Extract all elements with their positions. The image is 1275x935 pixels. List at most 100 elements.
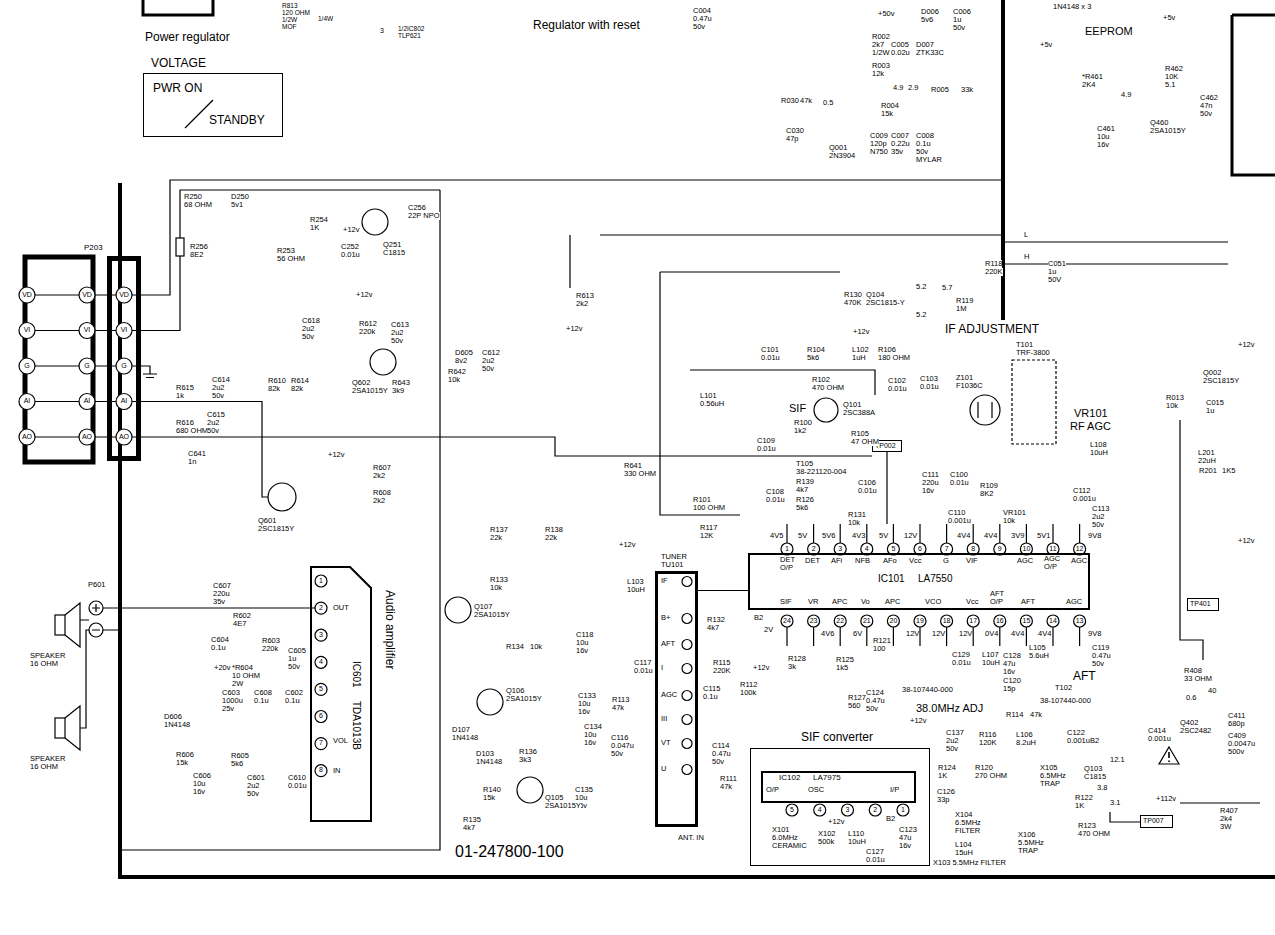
part-label: L106 xyxy=(1016,731,1033,739)
part-label: 4V4 xyxy=(1038,630,1051,638)
part-label: 4k7 xyxy=(796,486,808,494)
pin-number: 21 xyxy=(863,617,871,624)
part-label: 1K xyxy=(1075,802,1084,810)
part-label: 50v xyxy=(712,758,724,766)
part-label: 1k xyxy=(176,392,184,400)
part-label: R117 xyxy=(700,524,717,532)
pin-number: 6 xyxy=(918,545,922,552)
part-label: C601 xyxy=(247,774,265,782)
part-label: VOL xyxy=(333,737,348,745)
part-label: VR101 xyxy=(1074,408,1108,420)
part-label: C117 xyxy=(634,659,651,667)
pin-number: G xyxy=(121,362,126,369)
pin-number: 8 xyxy=(319,766,323,773)
node-text: TDA1013B xyxy=(350,701,361,750)
part-label: OUT xyxy=(333,604,349,612)
part-label: D103 xyxy=(476,750,494,758)
part-label: R140 xyxy=(483,786,501,794)
part-label: III xyxy=(661,715,667,723)
part-label: 5V xyxy=(879,532,888,540)
part-label: R613 xyxy=(576,292,594,300)
part-label: 270 OHM xyxy=(975,772,1007,780)
part-label: U xyxy=(661,765,666,773)
part-label: 10k xyxy=(448,376,460,384)
part-label: Vcc xyxy=(909,557,922,565)
part-label: +12v xyxy=(753,664,769,672)
part-label: 50v xyxy=(953,24,965,32)
part-label: R113 xyxy=(612,696,629,704)
part-label: I xyxy=(661,664,663,672)
part-label: R201 xyxy=(1199,467,1217,475)
part-label: L105 xyxy=(1029,644,1046,652)
part-label: C129 xyxy=(952,651,970,659)
part-label: Q105 xyxy=(545,794,563,802)
node-text: SIF converter xyxy=(801,731,873,744)
part-label: 35v xyxy=(891,148,903,156)
part-label: AFo xyxy=(883,557,897,565)
part-label: 0.01u xyxy=(950,479,969,487)
part-label: L101 xyxy=(700,392,717,400)
part-label: 4E7 xyxy=(233,620,246,628)
part-label: 0.02u xyxy=(891,49,910,57)
part-label: T105 xyxy=(796,460,813,468)
part-label: 1/4W xyxy=(318,16,333,23)
part-label: C603 xyxy=(222,689,240,697)
part-label: 2k2 xyxy=(373,497,385,505)
part-label: C004 xyxy=(693,7,711,15)
part-label: L102 xyxy=(852,346,869,354)
part-label: N750 xyxy=(870,148,888,156)
pin-number: G xyxy=(24,362,29,369)
part-label: 2SC1815Y xyxy=(1203,377,1239,385)
part-label: R030 xyxy=(781,97,799,105)
part-label: C108 xyxy=(766,488,784,496)
part-label: C256 xyxy=(408,204,426,212)
pin-number: 5 xyxy=(319,685,323,692)
signal-connector xyxy=(698,590,748,591)
part-label: C612 xyxy=(482,349,500,357)
part-label: C113 xyxy=(1092,505,1109,513)
part-label: 5k6 xyxy=(807,354,819,362)
part-label: 1u xyxy=(1048,268,1056,276)
part-label: R002 xyxy=(872,33,890,41)
part-label: CERAMIC xyxy=(772,842,807,850)
part-label: 3.1 xyxy=(1110,799,1120,807)
part-label: 50v xyxy=(482,365,494,373)
pin-number: 1 xyxy=(319,577,323,584)
part-label: +12v xyxy=(828,818,844,826)
part-label: X103 5.5MHz FILTER xyxy=(933,859,1006,867)
part-label: C411 xyxy=(1228,712,1245,720)
part-label: 0.001u xyxy=(948,517,971,525)
part-label: 470 OHM xyxy=(812,384,844,392)
part-label: 15p xyxy=(1003,685,1016,693)
part-label: 50v xyxy=(611,750,623,758)
part-label: DET xyxy=(805,557,820,565)
part-label: 10k xyxy=(1166,402,1178,410)
pin-number: 5 xyxy=(790,806,794,813)
part-label: 2u2 xyxy=(1092,513,1105,521)
part-label: 01-247800-100 xyxy=(455,843,564,860)
part-label: +20v xyxy=(214,664,230,672)
node-text: P203 xyxy=(84,244,103,253)
part-label: 180 OHM xyxy=(878,354,910,362)
part-label: 0.1u xyxy=(211,644,226,652)
part-label: R605 xyxy=(231,752,249,760)
part-label: DET xyxy=(780,556,795,564)
part-label: 3V9 xyxy=(1011,532,1024,540)
part-label: 2u2 xyxy=(247,782,260,790)
part-label: 1u xyxy=(1206,407,1214,415)
part-label: 1n xyxy=(188,458,196,466)
part-label: R114 xyxy=(1006,711,1023,719)
pin-number: 1 xyxy=(901,806,905,813)
part-label: D605 xyxy=(455,349,473,357)
part-label: +12v xyxy=(619,541,635,549)
pin-number: 9 xyxy=(998,545,1002,552)
part-label: Q107 xyxy=(474,603,492,611)
part-label: 12k xyxy=(872,70,884,78)
part-label: 5v6 xyxy=(921,16,933,24)
part-label: Vcc xyxy=(966,598,979,606)
part-label: 10uH xyxy=(1090,449,1108,457)
part-label: R125 xyxy=(836,656,854,664)
part-label: +50v xyxy=(878,10,894,18)
part-label: 4V5 xyxy=(770,532,783,540)
part-label: L201 xyxy=(1198,449,1215,457)
